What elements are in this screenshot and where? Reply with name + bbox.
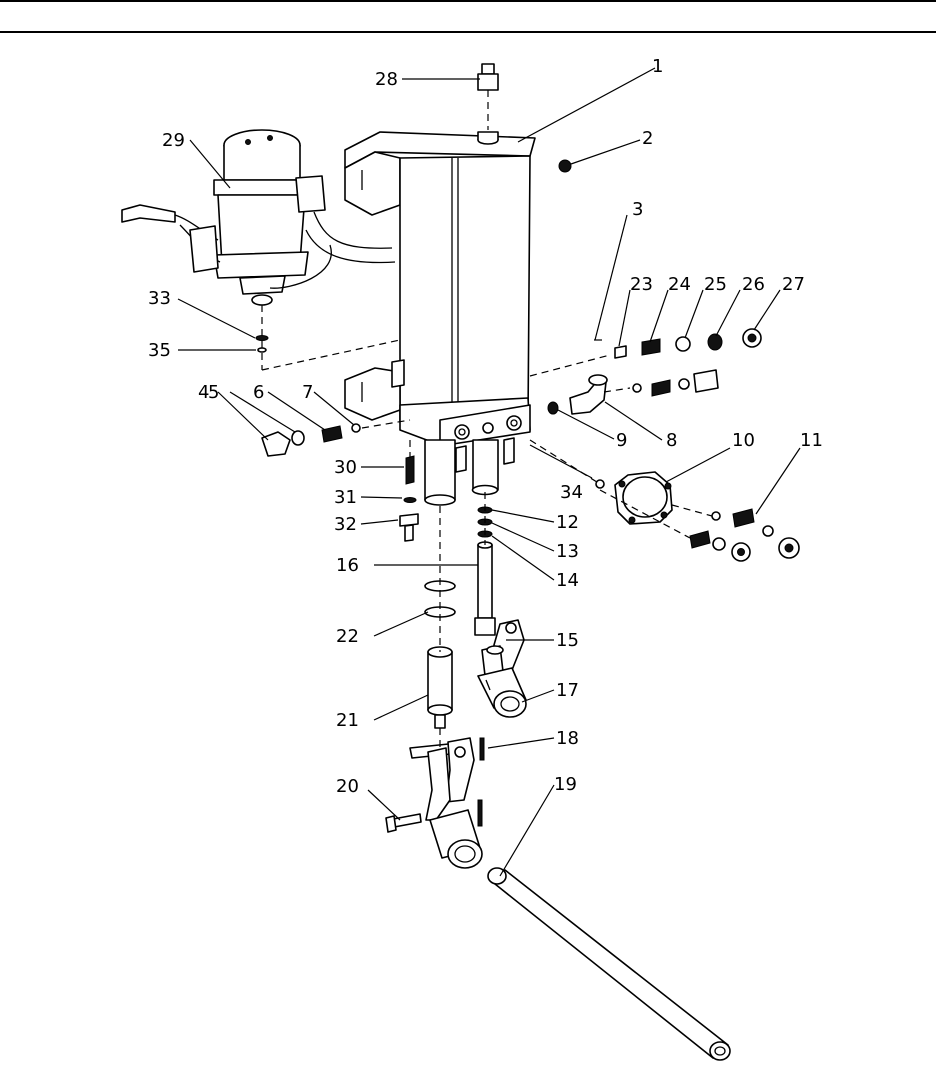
washer-31 (403, 497, 417, 503)
valve-stack-left (261, 423, 361, 457)
callout-3: 3 (632, 199, 643, 220)
callout-21: 21 (336, 710, 359, 731)
callout-34: 34 (560, 482, 583, 503)
check-valve-stack-lower (632, 369, 719, 397)
pump-motor (121, 129, 396, 306)
callout-17: 17 (556, 680, 579, 701)
callout-2: 2 (642, 128, 653, 149)
callout-19: 19 (554, 774, 577, 795)
callout-31: 31 (334, 487, 357, 508)
header-rule (0, 31, 936, 33)
callout-29: 29 (162, 130, 185, 151)
callout-6: 6 (253, 382, 264, 403)
callout-25: 25 (704, 274, 727, 295)
callout-10: 10 (732, 430, 755, 451)
washer-33 (255, 335, 269, 341)
o-ring-9 (547, 401, 559, 415)
lower-bushing (429, 809, 483, 869)
callout-9: 9 (616, 430, 627, 451)
callout-35: 35 (148, 340, 171, 361)
callout-11: 11 (800, 430, 823, 451)
check-valve-stack-11 (689, 508, 800, 562)
callout-30: 30 (334, 457, 357, 478)
spring-30 (405, 455, 415, 485)
callout-14: 14 (556, 570, 579, 591)
callout-32: 32 (334, 514, 357, 535)
screw-32 (399, 513, 419, 542)
callout-18: 18 (556, 728, 579, 749)
manifold-housing (344, 131, 536, 506)
callout-8: 8 (666, 430, 677, 451)
cylinder-21 (427, 646, 453, 729)
lower-lever-assembly (409, 737, 485, 827)
oring-35 (257, 347, 267, 353)
callout-labels: 1 2 3 4 5 6 7 8 9 10 11 12 13 14 15 16 1… (148, 56, 823, 797)
callout-7: 7 (302, 382, 313, 403)
callout-16: 16 (336, 555, 359, 576)
callout-26: 26 (742, 274, 765, 295)
elbow-fitting-8 (569, 374, 608, 415)
callout-12: 12 (556, 512, 579, 533)
callout-24: 24 (668, 274, 691, 295)
top-rule (0, 0, 936, 2)
rod-19 (487, 867, 731, 1061)
callout-15: 15 (556, 630, 579, 651)
leader-lines (177, 67, 801, 877)
check-valve-stack-upper (614, 328, 762, 359)
callout-28: 28 (375, 69, 398, 90)
callout-27: 27 (782, 274, 805, 295)
callout-23: 23 (630, 274, 653, 295)
valve-body-10 (595, 471, 673, 525)
fitting-28 (477, 63, 499, 91)
plug-2 (558, 159, 572, 173)
plunger-16 (474, 541, 496, 636)
callout-33: 33 (148, 288, 171, 309)
bushing-17 (477, 667, 527, 718)
bolt-20 (385, 813, 422, 833)
callout-4: 4 (198, 382, 209, 403)
callout-20: 20 (336, 776, 359, 797)
assembly-lines (261, 90, 713, 750)
callout-5-visible: 5 (208, 382, 219, 403)
callout-22: 22 (336, 626, 359, 647)
callout-1: 1 (652, 56, 663, 77)
callout-13: 13 (556, 541, 579, 562)
